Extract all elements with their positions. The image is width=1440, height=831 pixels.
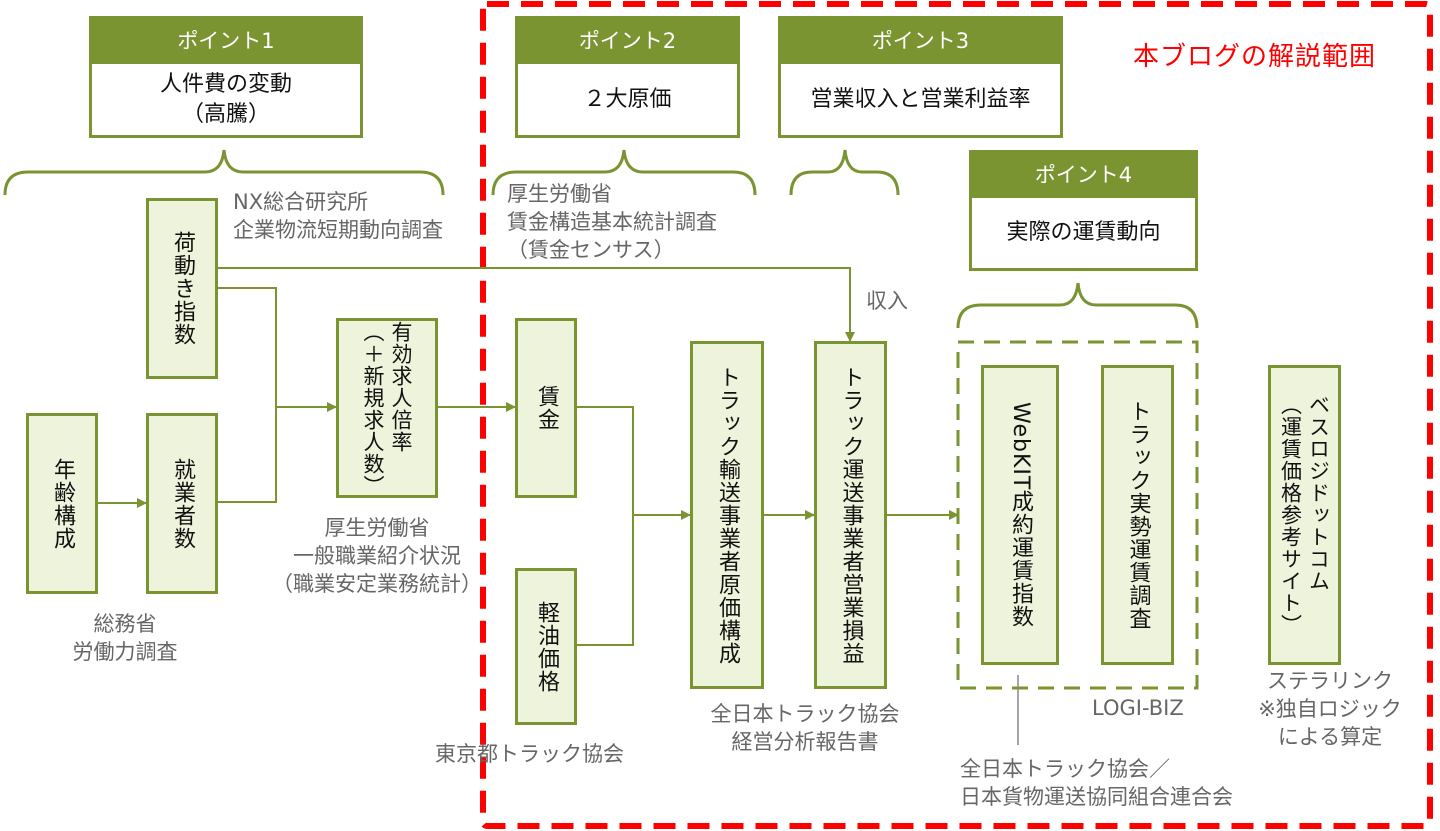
node-job-ratio: 有効求人倍率 （＋新規求人数） — [336, 318, 438, 498]
node-age-structure-label: 年齢構成 — [50, 457, 75, 550]
point1-box: ポイント1 人件費の変動 （高騰） — [89, 16, 363, 138]
node-wages-label: 賃金 — [534, 385, 559, 431]
edge-label-revenue: 収入 — [866, 289, 908, 313]
source-stellalink: ステラリンク ※独自ロジック による算定 — [1258, 669, 1402, 749]
edge-diesel-to-cost — [576, 515, 634, 646]
node-employed: 就業者数 — [146, 413, 218, 594]
node-beslogi: ベスロジドットコム （運賃価格参考サイト） — [1268, 365, 1341, 665]
brace-point3 — [789, 149, 900, 196]
source-logibiz: LOGI-BIZ — [1092, 696, 1184, 720]
node-cost-structure-label: トラック輸送事業者原価構成 — [715, 365, 740, 665]
source-mhlw-wage-census: 厚生労働省 賃金構造基本統計調査 （賃金センサス） — [507, 182, 717, 262]
source-nx-research: NX総合研究所 企業物流短期動向調査 — [233, 190, 443, 242]
point1-body: 人件費の変動 （高騰） — [159, 71, 292, 127]
point2-header: ポイント2 — [518, 19, 737, 64]
point1-header: ポイント1 — [92, 19, 360, 64]
source-jta-report: 全日本トラック協会 経営分析報告書 — [710, 702, 900, 754]
point3-header: ポイント3 — [781, 19, 1060, 64]
node-employed-label: 就業者数 — [170, 457, 195, 550]
node-actual-fare-survey: トラック実勢運賃調査 — [1101, 365, 1174, 665]
node-webkit-index: WebKIT成約運賃指数 — [981, 365, 1059, 665]
brace-point1 — [3, 149, 445, 196]
source-tokyo-truck-assoc: 東京都トラック協会 — [435, 742, 624, 766]
source-mhlw-job-stats: 厚生労働省 一般職業紹介状況 （職業安定業務統計） — [272, 516, 482, 596]
brace-point4 — [956, 282, 1199, 329]
point2-body: ２大原価 — [583, 86, 672, 112]
point4-header: ポイント4 — [972, 153, 1195, 198]
node-age-structure: 年齢構成 — [26, 413, 98, 594]
node-wages: 賃金 — [515, 318, 577, 498]
source-mic-labour-survey: 総務省 労働力調査 — [72, 612, 178, 664]
point2-box: ポイント2 ２大原価 — [515, 16, 740, 138]
node-beslogi-label: ベスロジドットコム （運賃価格参考サイト） — [1278, 394, 1331, 636]
edge-wages-to-cost — [576, 406, 634, 515]
point3-box: ポイント3 営業収入と営業利益率 — [778, 16, 1063, 138]
edge-cargo-to-jobratio — [217, 287, 277, 407]
node-webkit-index-label: WebKIT成約運賃指数 — [1008, 401, 1033, 629]
node-cargo-index: 荷動き指数 — [146, 198, 218, 379]
node-actual-fare-survey-label: トラック実勢運賃調査 — [1125, 400, 1151, 630]
point4-body: 実際の運賃動向 — [1006, 220, 1161, 245]
edge-cargo-to-pl-revenue — [217, 267, 855, 342]
node-diesel-price-label: 軽油価格 — [534, 600, 559, 693]
node-cost-structure: トラック輸送事業者原価構成 — [690, 341, 764, 689]
node-operating-pl-label: トラック運送事業者営業損益 — [838, 365, 864, 665]
node-cargo-index-label: 荷動き指数 — [170, 231, 195, 346]
node-job-ratio-label: 有効求人倍率 （＋新規求人数） — [361, 321, 413, 497]
node-operating-pl: トラック運送事業者営業損益 — [814, 341, 887, 689]
blog-scope-label: 本ブログの解説範囲 — [1133, 42, 1377, 72]
node-diesel-price: 軽油価格 — [515, 568, 577, 725]
source-jta-union: 全日本トラック協会／ 日本貨物運送協同組合連合会 — [960, 757, 1233, 809]
point3-body: 営業収入と営業利益率 — [810, 86, 1031, 112]
brace-point2 — [491, 149, 757, 196]
point4-box: ポイント4 実際の運賃動向 — [969, 150, 1198, 271]
edge-employed-to-jobratio — [217, 407, 277, 503]
